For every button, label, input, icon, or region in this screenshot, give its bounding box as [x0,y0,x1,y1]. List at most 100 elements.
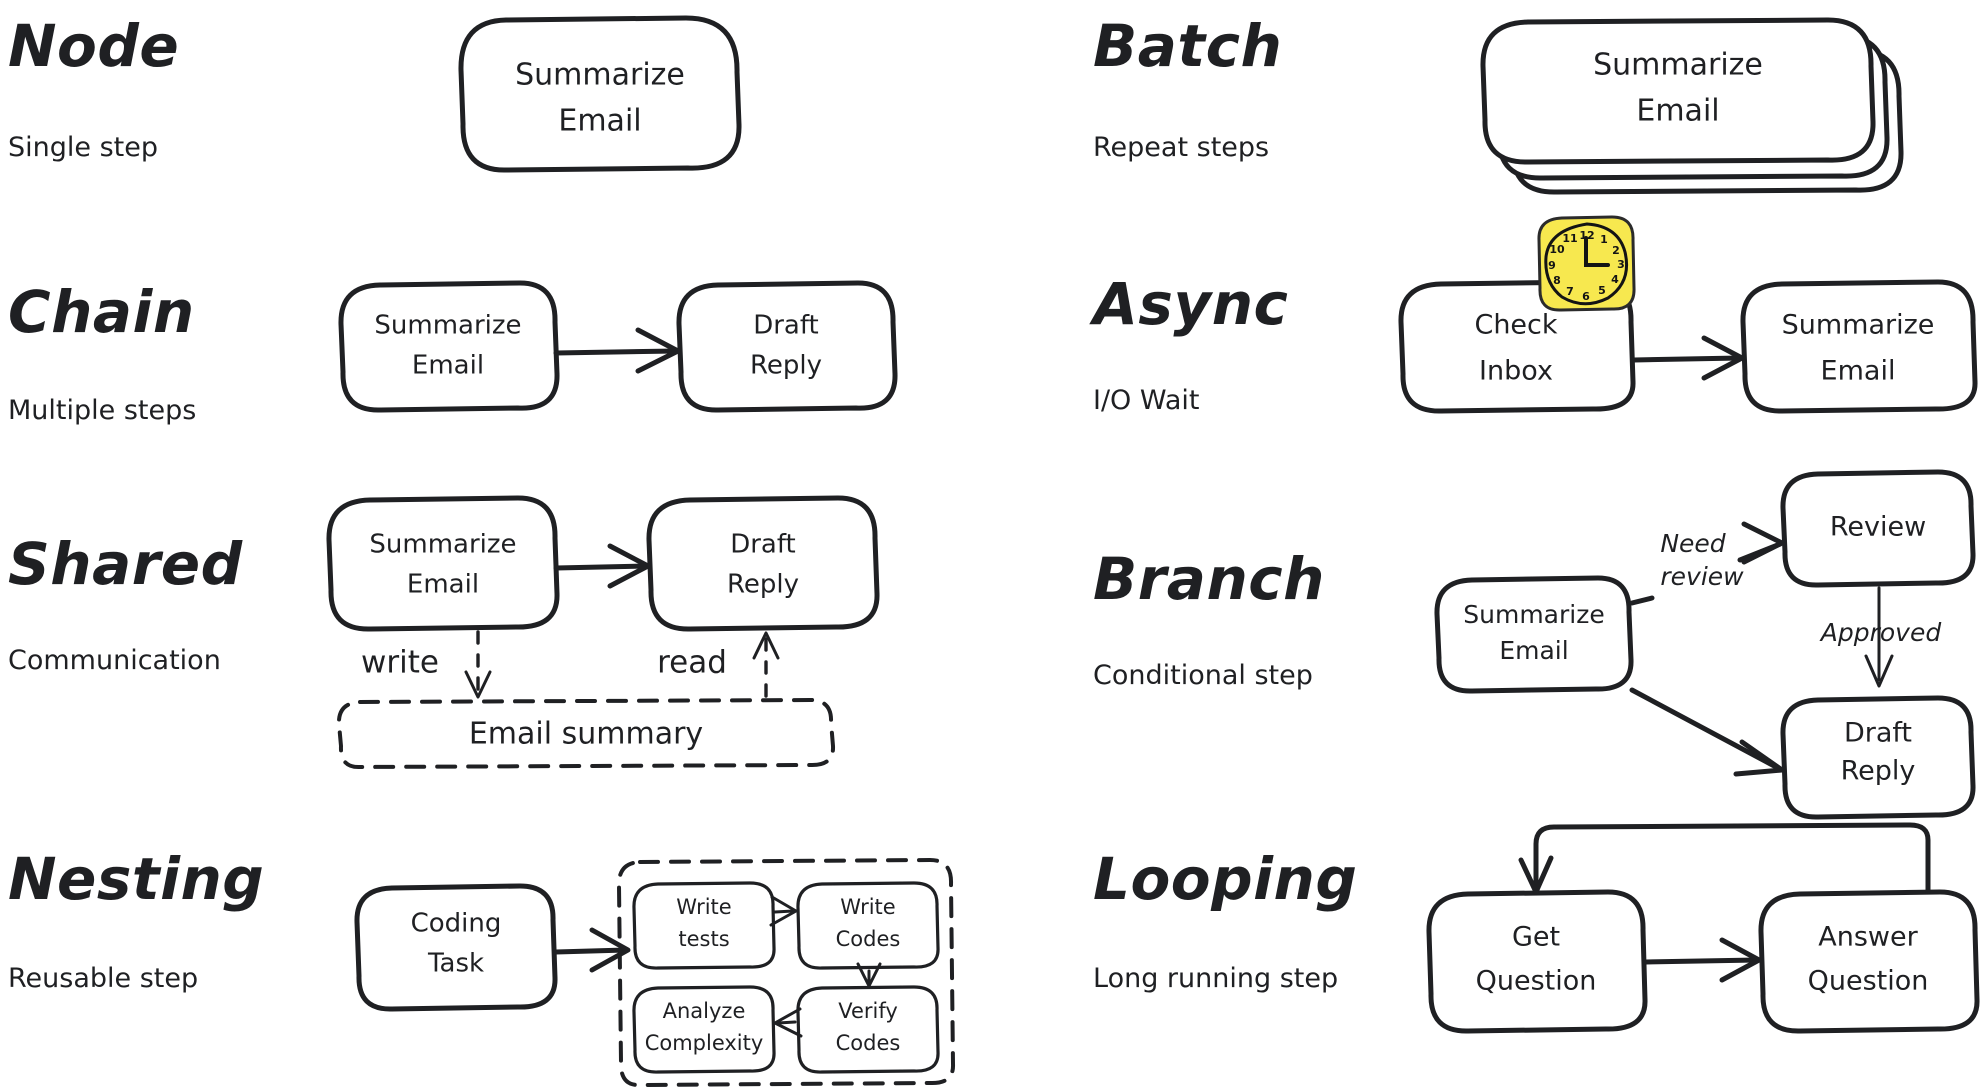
node-nesting-analyze-complexity[interactable]: Analyze Complexity [632,985,776,1074]
pattern-subtitle-looping: Long running step [1093,963,1339,994]
edge-label-approved: Approved [1819,618,1942,647]
node-nesting-coding-task[interactable]: Coding Task [354,883,558,1012]
edge-label-write: write [361,645,439,681]
clock-numeral-4: 4 [1611,273,1619,286]
shared-dst-line2: Reply [727,570,799,600]
node-chain-draft-reply[interactable]: Draft Reply [676,280,898,413]
node-shared-summarize-email[interactable]: Summarize Email [326,495,560,632]
pattern-title-async: Async [1093,270,1289,338]
async-src-line2: Inbox [1479,356,1553,387]
pattern-subtitle-branch: Conditional step [1093,660,1313,691]
batch-label-line1: Summarize [1593,48,1763,83]
node-chain-summarize-email[interactable]: Summarize Email [338,280,560,413]
edge-shared-write: write [361,630,492,699]
edge-chain-summarize-to-draft [553,327,681,374]
branch-review-label: Review [1830,512,1926,543]
node-branch-review[interactable]: Review [1780,469,1976,588]
chain-dst-line1: Draft [753,311,819,341]
edge-label-need-1: Need [1660,529,1725,558]
nesting-analyze-line1: Analyze [663,999,746,1023]
batch-label-line2: Email [1636,94,1719,129]
pattern-subtitle-shared: Communication [8,645,221,676]
edge-looping-get-to-answer [1643,937,1762,983]
pattern-title-branch: Branch [1093,545,1325,613]
async-dst-line1: Summarize [1782,310,1935,341]
clock-numeral-8: 8 [1553,274,1561,287]
edge-branch-direct-draft [1629,687,1785,777]
node-nesting-write-tests[interactable]: Write tests [632,881,776,970]
looping-get-line2: Question [1476,966,1597,997]
pattern-subtitle-nesting: Reusable step [8,963,199,994]
nesting-wcodes-line1: Write [840,895,895,919]
edge-async-check-to-summarize [1631,335,1745,381]
clock-numeral-7: 7 [1566,285,1574,298]
pattern-title-chain: Chain [8,278,195,346]
pattern-title-looping: Looping [1093,845,1358,913]
pattern-subtitle-batch: Repeat steps [1093,132,1270,163]
looping-get-line1: Get [1512,922,1560,953]
pattern-title-nesting: Nesting [8,845,265,913]
clock-numeral-12: 12 [1579,229,1594,242]
nesting-vcodes-line1: Verify [838,999,898,1023]
node-summarize-email[interactable]: Summarize Email [458,15,742,173]
edge-shared-summarize-to-draft [553,543,651,589]
edge-nesting-tests-to-codes [769,895,798,927]
edge-nesting-verify-to-analyze [773,1007,803,1038]
nesting-flow-container [616,858,956,1088]
pattern-subtitle-node: Single step [8,132,158,163]
pattern-title-node: Node [8,12,180,80]
branch-src-line2: Email [1499,636,1568,665]
nesting-wtests-line1: Write [676,895,731,919]
branch-draft-line1: Draft [1844,718,1912,749]
clock-numeral-6: 6 [1582,290,1590,303]
nesting-wcodes-line2: Codes [836,927,901,951]
pattern-title-shared: Shared [8,530,243,598]
node-looping-answer-question[interactable]: Answer Question [1758,889,1980,1034]
shared-src-line2: Email [407,570,479,600]
clock-numeral-9: 9 [1548,259,1556,272]
node-nesting-write-codes[interactable]: Write Codes [796,881,940,970]
node-async-check-inbox[interactable]: Check Inbox [1398,279,1636,414]
edge-label-read: read [657,645,727,681]
pattern-subtitle-chain: Multiple steps [8,395,197,426]
async-src-line1: Check [1474,310,1557,341]
edge-label-need-2: review [1660,562,1744,591]
node-shared-email-summary-store[interactable]: Email summary [336,698,836,770]
edge-looping-feedback [1518,822,1931,895]
node-async-summarize-email[interactable]: Summarize Email [1740,279,1978,414]
clock-numeral-10: 10 [1549,243,1565,256]
clock-icon: 12 1 2 3 4 5 6 7 8 9 10 11 [1537,215,1636,312]
clock-numeral-11: 11 [1562,232,1577,245]
nesting-wtests-line2: tests [678,927,729,951]
edge-branch-approved: Approved [1819,586,1942,688]
shared-dst-line1: Draft [730,530,796,560]
node-branch-summarize-email[interactable]: Summarize Email [1434,575,1634,694]
branch-draft-line2: Reply [1841,756,1916,787]
async-dst-line2: Email [1821,356,1896,387]
node-branch-draft-reply[interactable]: Draft Reply [1780,695,1976,820]
edge-branch-need-review: Need review [1629,521,1785,606]
node-shared-draft-reply[interactable]: Draft Reply [646,495,880,632]
chain-dst-line2: Reply [750,351,822,381]
branch-src-line1: Summarize [1463,600,1604,629]
node-label-line2: Email [558,104,641,139]
nesting-analyze-line2: Complexity [645,1031,764,1055]
looping-answer-line1: Answer [1818,922,1918,953]
chain-src-line2: Email [412,351,484,381]
shared-store-label: Email summary [469,717,703,752]
node-batch-stack[interactable]: Summarize Email [1480,17,1904,195]
nesting-vcodes-line2: Codes [836,1031,901,1055]
pattern-title-batch: Batch [1093,12,1283,80]
edge-nesting-codes-to-verify [856,962,882,988]
clock-numeral-3: 3 [1617,258,1625,271]
node-label-line1: Summarize [515,58,685,93]
node-nesting-verify-codes[interactable]: Verify Codes [796,985,940,1074]
node-looping-get-question[interactable]: Get Question [1426,889,1648,1034]
shared-src-line1: Summarize [369,530,516,560]
edge-nesting-into-flow [553,927,631,973]
pattern-subtitle-async: I/O Wait [1093,385,1200,416]
nesting-src-line1: Coding [411,909,502,939]
looping-answer-line2: Question [1808,966,1929,997]
